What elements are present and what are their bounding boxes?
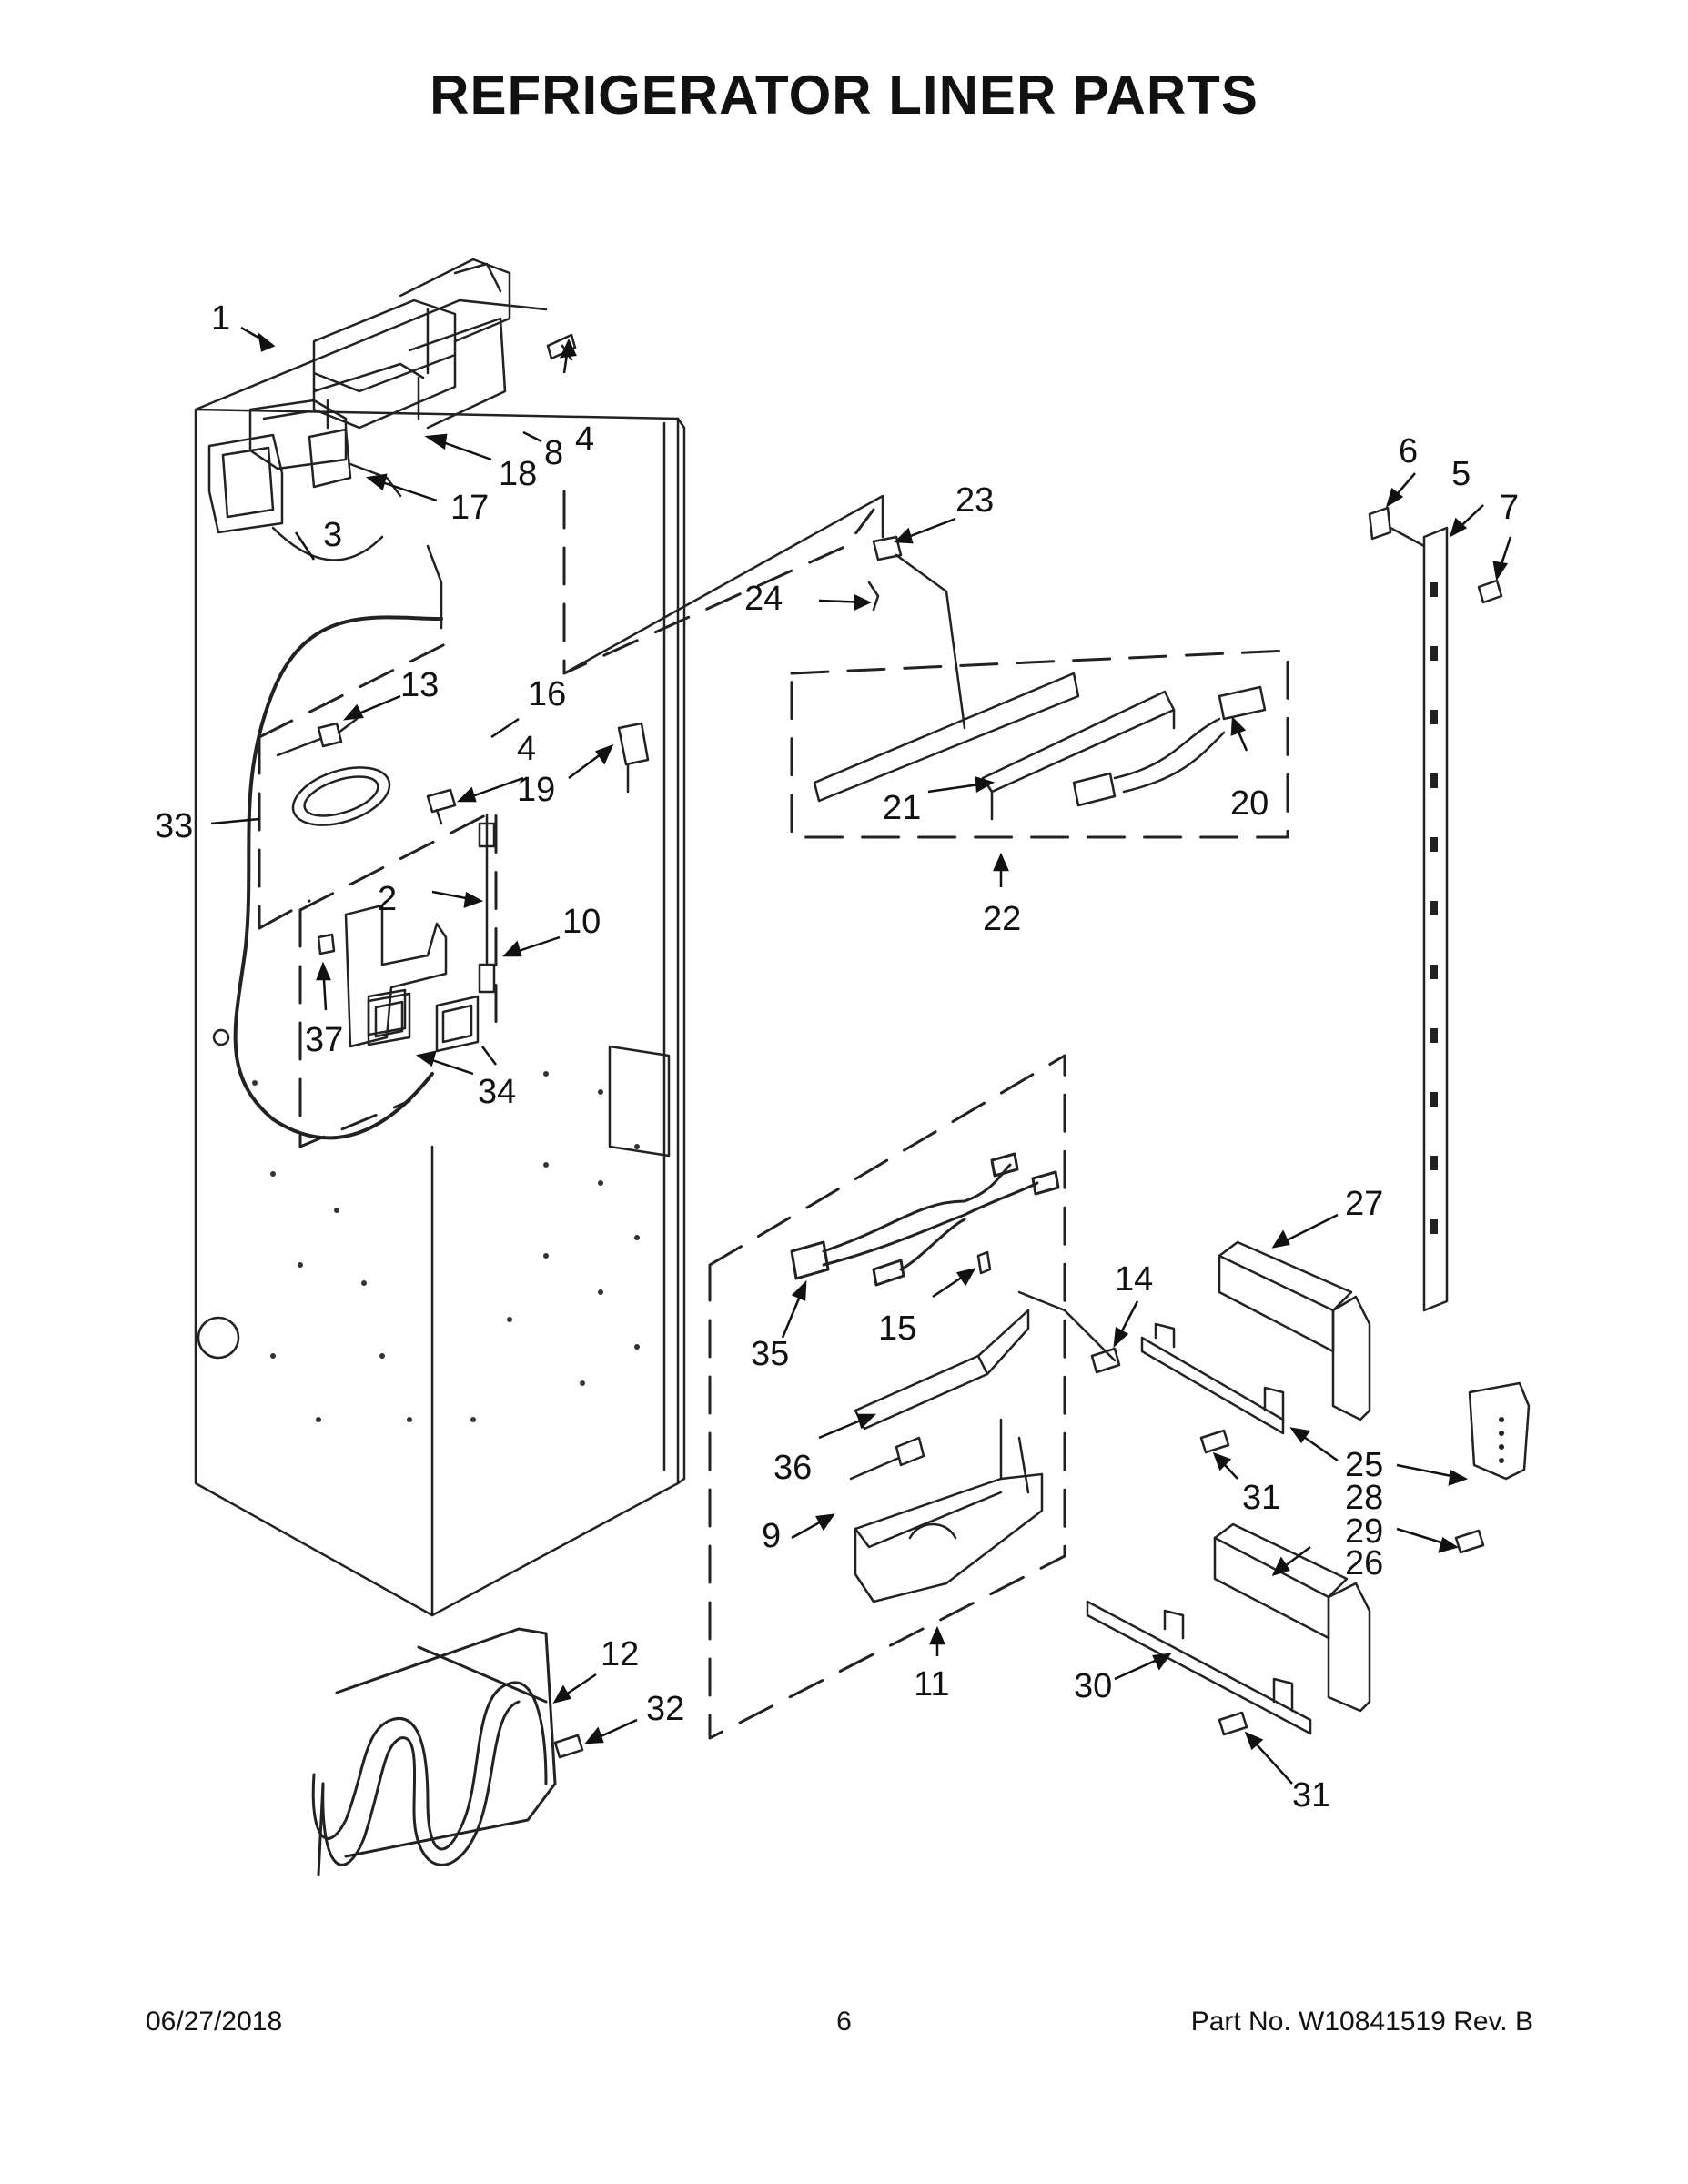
part-5-rail <box>1422 526 1449 1312</box>
callout-22: 22 <box>983 900 1021 938</box>
liner-cabinet <box>194 298 686 1617</box>
wire-harness-33 <box>233 615 443 1140</box>
callout-18: 18 <box>499 455 537 493</box>
callout-4-mid: 4 <box>517 730 536 768</box>
callout-14: 14 <box>1115 1260 1153 1299</box>
callout-36: 36 <box>773 1449 812 1487</box>
callout-15: 15 <box>878 1309 916 1348</box>
callout-19: 19 <box>517 771 555 809</box>
part-25-cap <box>1468 1381 1531 1481</box>
callout-37: 37 <box>305 1021 343 1059</box>
callout-21: 21 <box>883 789 921 827</box>
callout-16: 16 <box>528 675 566 713</box>
callout-1: 1 <box>211 299 230 338</box>
callout-27: 27 <box>1345 1185 1383 1223</box>
callout-30: 30 <box>1074 1667 1112 1705</box>
part-20-harness <box>1072 685 1267 807</box>
part-35-harness <box>790 1152 1060 1287</box>
part-11-tray <box>854 1418 1044 1603</box>
callout-2: 2 <box>378 880 397 918</box>
callout-6: 6 <box>1399 432 1418 470</box>
part-13-plug <box>276 717 359 757</box>
callout-35: 35 <box>751 1335 789 1373</box>
part-2-control <box>291 766 391 826</box>
callout-33: 33 <box>155 807 193 845</box>
part-12-coil <box>311 1627 557 1876</box>
callout-8: 8 <box>544 434 563 472</box>
callout-4: 4 <box>575 420 594 459</box>
callout-13: 13 <box>400 666 439 704</box>
page-title: REFRIGERATOR LINER PARTS <box>430 65 1258 126</box>
footer-part-number: Part No. W10841519 Rev. B <box>1190 2007 1533 2037</box>
part-28-rail <box>1140 1322 1285 1435</box>
callout-31-upper: 31 <box>1242 1479 1280 1517</box>
callout-12: 12 <box>601 1635 639 1673</box>
callout-5: 5 <box>1451 455 1471 493</box>
callout-31-lower: 31 <box>1292 1776 1330 1815</box>
callout-7: 7 <box>1500 489 1519 527</box>
footer-page-number: 6 <box>836 2007 852 2037</box>
part-30-rail <box>1086 1600 1312 1735</box>
callout-34: 34 <box>478 1073 516 1111</box>
callout-10: 10 <box>562 903 601 941</box>
callout-17: 17 <box>450 489 489 527</box>
top-housing <box>207 258 511 630</box>
callout-29: 29 <box>1345 1512 1383 1551</box>
part-29-slide <box>1213 1522 1371 1713</box>
part-21-channel <box>813 672 1176 821</box>
callout-labels: 1 2 3 4 4 5 6 7 8 9 10 11 12 13 14 15 16… <box>155 299 1519 1815</box>
callout-24: 24 <box>744 580 783 618</box>
callout-23: 23 <box>955 481 994 520</box>
callout-9: 9 <box>762 1517 781 1555</box>
footer-date: 06/27/2018 <box>146 2007 283 2037</box>
callout-11: 11 <box>914 1665 949 1704</box>
callout-3: 3 <box>323 516 342 554</box>
part-27-slide <box>1218 1240 1371 1421</box>
callout-20: 20 <box>1230 784 1269 823</box>
callout-32: 32 <box>646 1690 684 1728</box>
callout-25: 25 <box>1345 1446 1383 1484</box>
callout-26: 26 <box>1345 1544 1383 1582</box>
callout-28: 28 <box>1345 1479 1383 1517</box>
